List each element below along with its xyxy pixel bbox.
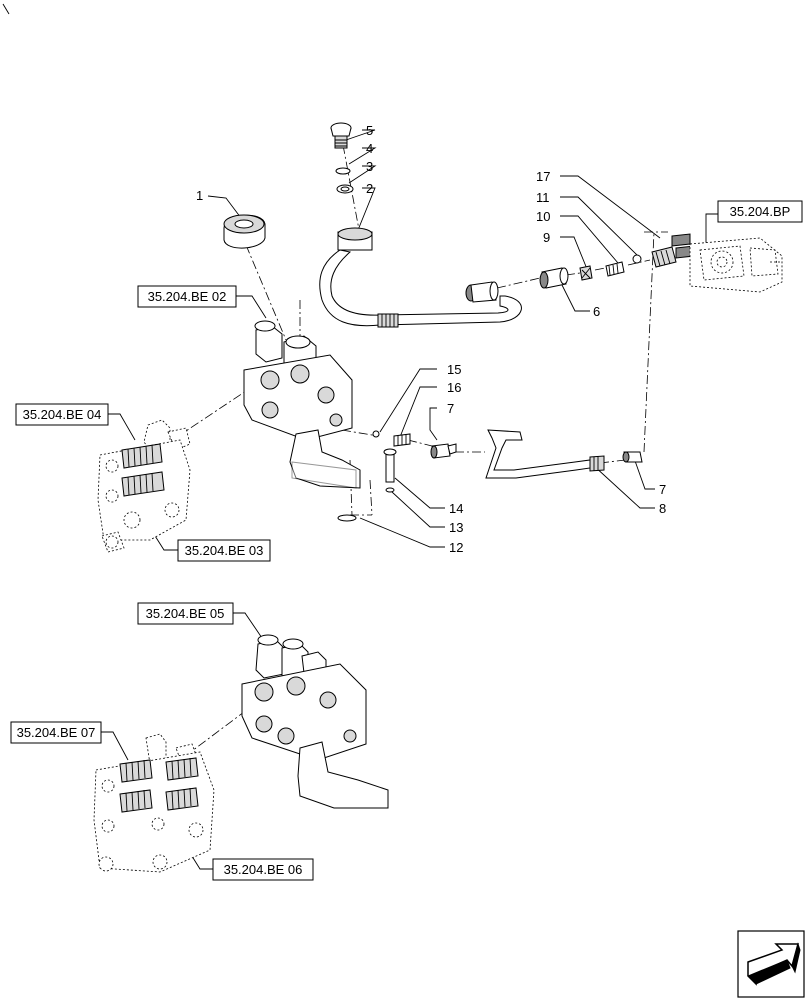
washer-upper [335, 167, 351, 175]
reference-bp-label: 35.204.BP [730, 204, 791, 219]
reference-be02-label: 35.204.BE 02 [148, 289, 227, 304]
callout-17: 17 [536, 169, 550, 184]
control-valve-ghost-lower [93, 733, 215, 873]
callout-12: 12 [449, 540, 463, 555]
hydraulic-pipe [319, 227, 522, 328]
adapter-fitting [393, 433, 411, 447]
leader-lines [101, 129, 718, 870]
callout-2: 2 [366, 181, 373, 196]
next-page-arrow-icon[interactable] [737, 930, 805, 998]
steel-line [485, 429, 605, 479]
reference-be02[interactable]: 35.204.BE 02 [137, 285, 237, 308]
reference-be07[interactable]: 35.204.BE 07 [10, 721, 102, 744]
callout-7-right: 7 [659, 482, 666, 497]
spring [605, 261, 625, 277]
callout-10: 10 [536, 209, 550, 224]
reference-be03-label: 35.204.BE 03 [185, 543, 264, 558]
reference-be07-label: 35.204.BE 07 [17, 725, 96, 740]
callout-11: 11 [536, 190, 550, 205]
corner-tick-icon [2, 3, 10, 15]
ball [632, 254, 642, 264]
callout-1: 1 [196, 188, 203, 203]
callout-4: 4 [366, 141, 373, 156]
gasket [337, 514, 357, 522]
relief-valve [651, 233, 695, 268]
callout-6: 6 [593, 304, 600, 319]
reference-be04-label: 35.204.BE 04 [23, 407, 102, 422]
hose-end [465, 281, 499, 303]
coupling [539, 267, 569, 289]
reference-be05-label: 35.204.BE 05 [146, 606, 225, 621]
o-ring-pin [385, 487, 395, 493]
callout-9: 9 [543, 230, 550, 245]
callout-7-left: 7 [447, 401, 454, 416]
reference-be06[interactable]: 35.204.BE 06 [212, 858, 314, 881]
reference-be03[interactable]: 35.204.BE 03 [177, 539, 271, 562]
o-ring-small [372, 430, 380, 438]
control-valve-upper [243, 320, 361, 489]
filler-cap [223, 214, 266, 249]
callout-14: 14 [449, 501, 463, 516]
control-valve-ghost-upper [97, 419, 191, 553]
pin [383, 448, 397, 483]
elbow-fitting-right [622, 451, 643, 463]
callout-3: 3 [366, 159, 373, 174]
callout-labels: 1 5 4 3 2 6 17 11 10 9 15 16 7 7 8 14 13… [196, 123, 666, 555]
callout-16: 16 [447, 380, 461, 395]
control-valve-lower [241, 634, 389, 809]
callout-5: 5 [366, 123, 373, 138]
reference-be04[interactable]: 35.204.BE 04 [15, 403, 109, 426]
reference-be05[interactable]: 35.204.BE 05 [137, 602, 234, 625]
reference-bp[interactable]: 35.204.BP [717, 200, 803, 223]
washer-lower [336, 184, 354, 194]
elbow-fitting-left [430, 443, 457, 459]
valve-seat [579, 265, 593, 281]
callout-13: 13 [449, 520, 463, 535]
banjo-bolt [330, 122, 352, 149]
callout-8: 8 [659, 501, 666, 516]
callout-15: 15 [447, 362, 461, 377]
reference-be06-label: 35.204.BE 06 [224, 862, 303, 877]
pump-housing-ghost [689, 237, 783, 293]
